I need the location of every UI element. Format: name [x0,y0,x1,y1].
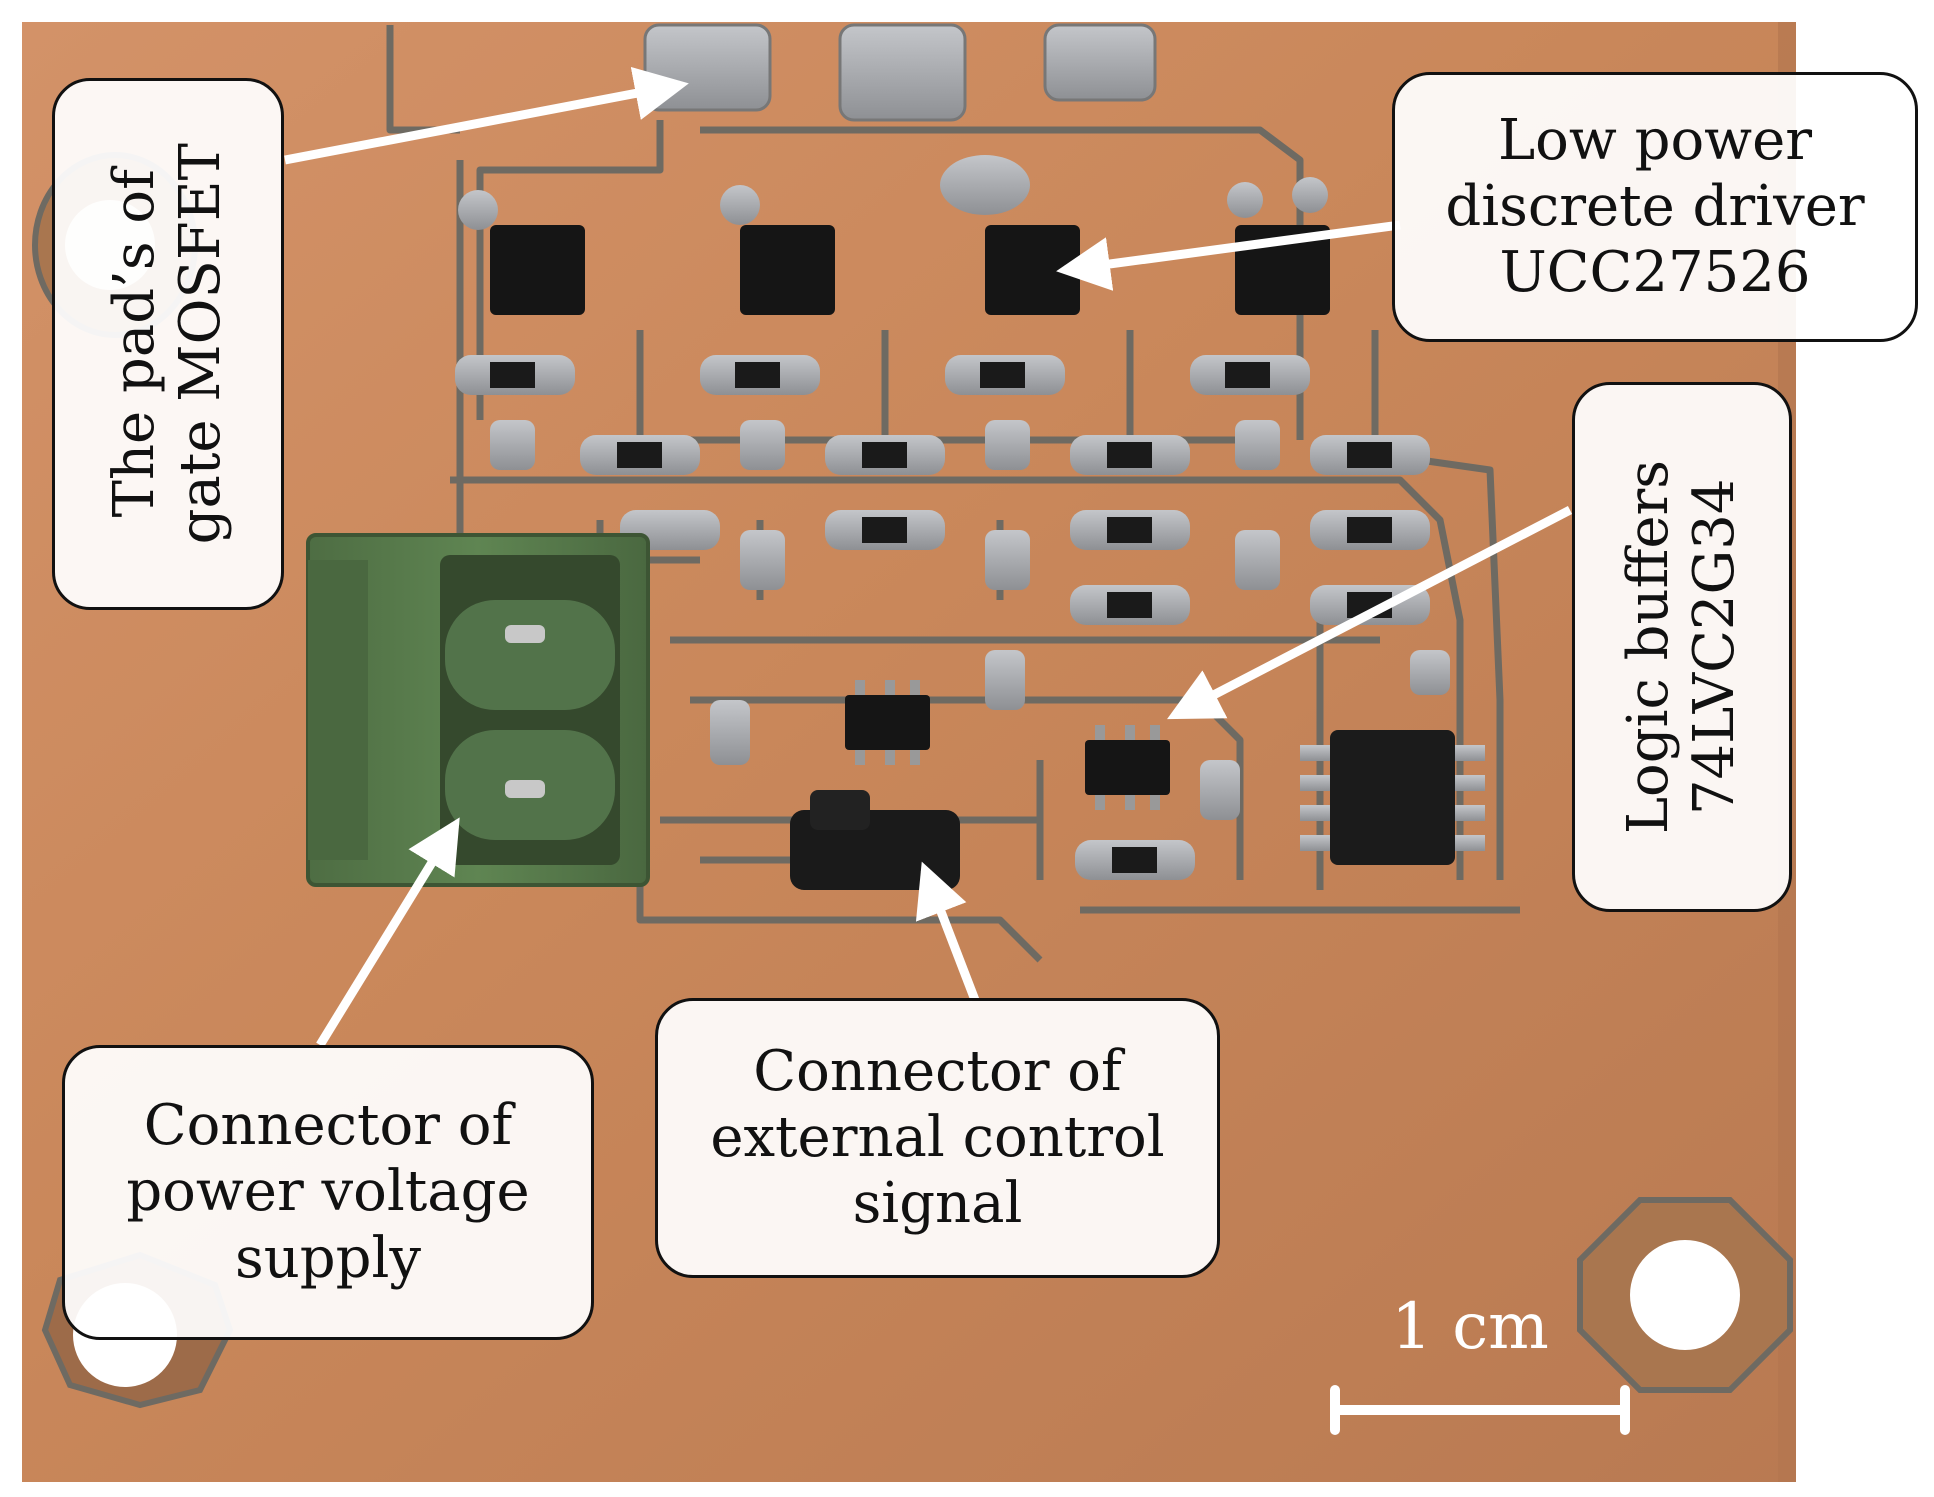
smd-passives [455,355,1450,880]
callout-driver-line-2: discrete driver [1445,173,1865,239]
callout-power-connector-line-2: power voltage [126,1159,530,1225]
arrow-icon [1056,220,1401,291]
callout-driver-line-1: Low power [1497,107,1813,173]
callout-control-connector-line-3: signal [852,1171,1023,1237]
driver-ics [490,225,1330,315]
callout-control-connector-line-1: Connector of [753,1038,1122,1104]
callout-buffers: Logic buffers 74LVC2G34 [1572,382,1792,912]
scale-bar-icon [1330,1385,1630,1435]
callout-gate-pads-line-2: gate MOSFET [168,143,233,545]
callout-control-connector-line-2: external control [710,1104,1165,1170]
callout-power-connector-line-1: Connector of [143,1093,513,1159]
callout-buffers-line-1: Logic buffers [1615,459,1681,835]
arrow-icon [316,817,460,1048]
arrow-icon [284,66,689,165]
callout-power-connector: Connector of power voltage supply [62,1045,594,1340]
soic-8-ic [1300,730,1485,865]
callout-driver-line-3: UCC27526 [1499,240,1811,306]
callout-power-connector-line-3: supply [234,1225,422,1291]
callout-buffers-line-2: 74LVC2G34 [1682,478,1747,816]
callout-control-connector: Connector of external control signal [655,998,1220,1278]
callout-arrows [284,66,1573,1048]
logic-buffer-ics [845,680,1170,810]
power-terminal-block [306,533,650,887]
callout-gate-pads: The pad’s of gate MOSFET [52,78,284,610]
driver-solder-joints [458,177,1328,230]
arrow-icon [1167,506,1573,720]
callout-gate-pads-line-1: The pad’s of [101,169,167,519]
arrow-icon [915,861,980,1002]
callout-driver: Low power discrete driver UCC27526 [1392,72,1918,342]
mounting-hole-icon [1577,1197,1793,1393]
scale-bar-label: 1 cm [1391,1290,1549,1364]
